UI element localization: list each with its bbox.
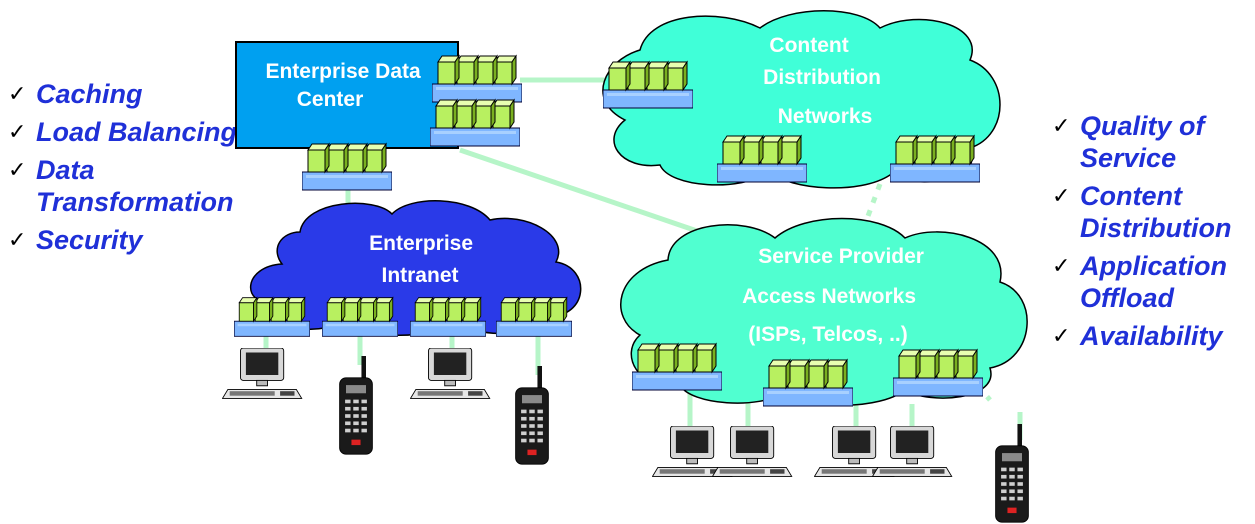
feature-item: ✓Caching bbox=[8, 79, 143, 109]
feature-item: ✓Security bbox=[8, 225, 143, 255]
check-icon: ✓ bbox=[1052, 183, 1071, 208]
cordless-phone-icon bbox=[515, 366, 549, 465]
left-feature-list: ✓Caching ✓Load Balancing ✓Data Transform… bbox=[4, 78, 294, 262]
service-provider-label: Service Provider Access Networks (ISPs, … bbox=[742, 245, 930, 346]
intranet-label: Enterprise Intranet bbox=[369, 232, 479, 287]
network-switch-icon bbox=[432, 55, 522, 103]
network-switch-icon bbox=[234, 297, 310, 337]
network-switch-icon bbox=[763, 359, 853, 407]
network-switch-icon bbox=[410, 297, 486, 337]
network-switch-icon bbox=[632, 343, 722, 391]
feature-item: ✓Availability bbox=[1052, 321, 1223, 351]
check-icon: ✓ bbox=[8, 227, 27, 252]
network-switch-icon bbox=[890, 135, 980, 183]
check-icon: ✓ bbox=[1052, 323, 1071, 348]
cordless-phone-icon bbox=[339, 356, 373, 455]
feature-item: ✓Application Offload bbox=[1052, 251, 1227, 313]
enterprise-data-center bbox=[235, 41, 459, 149]
feature-item: ✓Quality of Service bbox=[1052, 111, 1205, 173]
network-switch-icon bbox=[717, 135, 807, 183]
check-icon: ✓ bbox=[1052, 113, 1071, 138]
network-switch-icon bbox=[322, 297, 398, 337]
feature-item: ✓Content Distribution bbox=[1052, 181, 1232, 243]
desktop-computer-icon bbox=[222, 348, 303, 399]
network-switch-icon bbox=[603, 61, 693, 109]
check-icon: ✓ bbox=[8, 157, 27, 182]
cdn-label: Content Distribution Networks bbox=[763, 34, 887, 128]
right-feature-list: ✓Quality of Service ✓Content Distributio… bbox=[1048, 110, 1255, 358]
network-switch-icon bbox=[302, 143, 392, 191]
desktop-computer-icon bbox=[872, 426, 953, 477]
check-icon: ✓ bbox=[8, 119, 27, 144]
feature-item: ✓Data Transformation bbox=[8, 155, 234, 217]
cordless-phone-icon bbox=[995, 424, 1029, 523]
feature-item: ✓Load Balancing bbox=[8, 117, 238, 147]
network-switch-icon bbox=[430, 99, 520, 147]
desktop-computer-icon bbox=[410, 348, 491, 399]
check-icon: ✓ bbox=[1052, 253, 1071, 278]
network-switch-icon bbox=[496, 297, 572, 337]
data-center-label: Enterprise Data Center bbox=[265, 60, 426, 111]
network-switch-icon bbox=[893, 349, 983, 397]
check-icon: ✓ bbox=[8, 81, 27, 106]
desktop-computer-icon bbox=[712, 426, 793, 477]
